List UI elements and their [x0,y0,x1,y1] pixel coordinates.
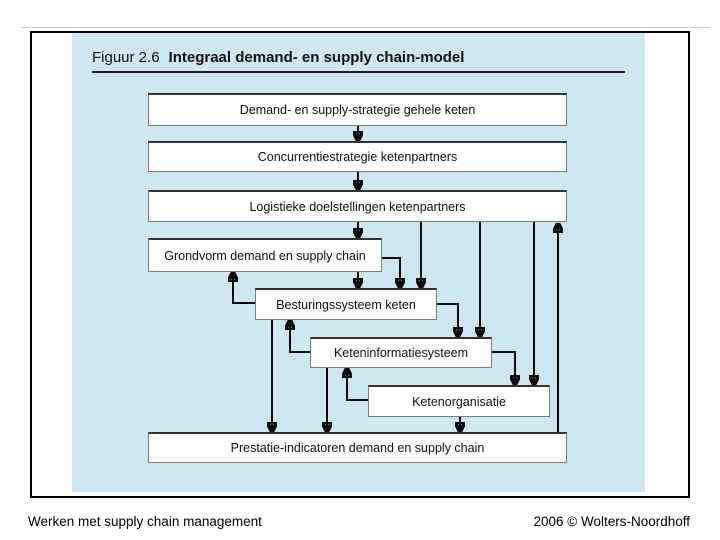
box-prestatie-indicatoren: Prestatie-indicatoren demand en supply c… [148,432,567,463]
top-hairline [22,27,710,28]
box-grondvorm: Grondvorm demand en supply chain [148,238,382,272]
box-keteninformatiesysteem: Keteninformatiesysteem [310,337,492,368]
box-ketenorganisatie: Ketenorganisatie [368,385,550,417]
figure-title-rule [92,71,625,73]
box-logistieke-doelstellingen: Logistieke doelstellingen ketenpartners [148,190,567,222]
footer-book-title: Werken met supply chain management [28,514,262,529]
box-concurrentiestrategie: Concurrentiestrategie ketenpartners [148,141,567,172]
figure-title: Integraal demand- en supply chain-model [168,49,465,66]
box-besturingssysteem: Besturingssysteem keten [255,288,437,320]
figure-label: Figuur 2.6 [92,49,160,66]
footer-copyright: 2006 © Wolters-Noordhoff [533,514,690,529]
box-demand-supply-strategie: Demand- en supply-strategie gehele keten [148,93,567,126]
figure-header: Figuur 2.6 Integraal demand- en supply ch… [92,50,464,66]
